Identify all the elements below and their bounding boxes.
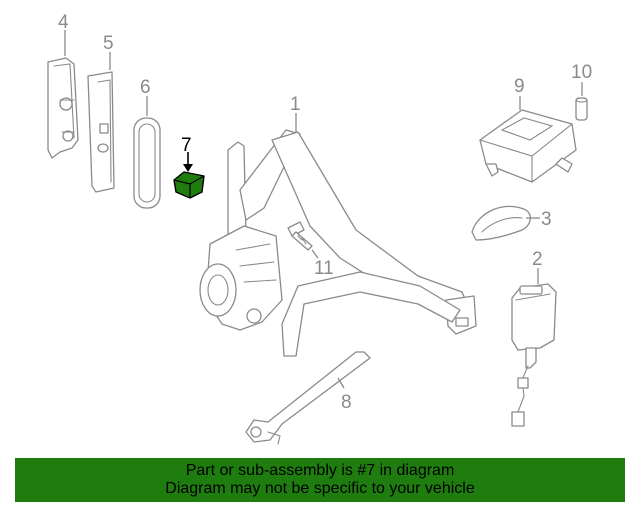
callout-4: 4 <box>58 12 69 33</box>
part-4-bracket: 4 <box>47 12 79 159</box>
part-11-bolt: 11 <box>287 221 334 279</box>
parts-diagram: 4 5 6 7 1 <box>47 12 592 445</box>
callout-7: 7 <box>181 135 192 156</box>
banner-line-2: Diagram may not be specific to your vehi… <box>165 480 475 497</box>
part-8-anchor-rod: 8 <box>245 351 371 445</box>
callout-10: 10 <box>571 62 592 83</box>
callout-5: 5 <box>103 33 114 54</box>
callout-9: 9 <box>514 76 525 97</box>
part-9-control-module: 9 <box>479 76 577 183</box>
part-1-seat-belt-assembly: 1 <box>199 94 477 357</box>
info-banner: Part or sub-assembly is #7 in diagram Di… <box>15 458 625 502</box>
callout-11: 11 <box>314 258 334 279</box>
part-5-pillar-trim: 5 <box>87 33 115 193</box>
callout-6: 6 <box>140 77 151 98</box>
callout-3: 3 <box>541 209 552 230</box>
part-10-sensor: 10 <box>571 62 592 121</box>
part-3-cover: 3 <box>471 205 552 241</box>
callout-8: 8 <box>341 392 352 413</box>
part-7-guide-cover: 7 <box>173 135 205 199</box>
part-6-bezel: 6 <box>133 77 161 209</box>
banner-line-1: Part or sub-assembly is #7 in diagram <box>185 462 455 479</box>
callout-1: 1 <box>290 94 301 115</box>
callout-2: 2 <box>532 249 543 270</box>
part-2-buckle: 2 <box>511 249 557 427</box>
